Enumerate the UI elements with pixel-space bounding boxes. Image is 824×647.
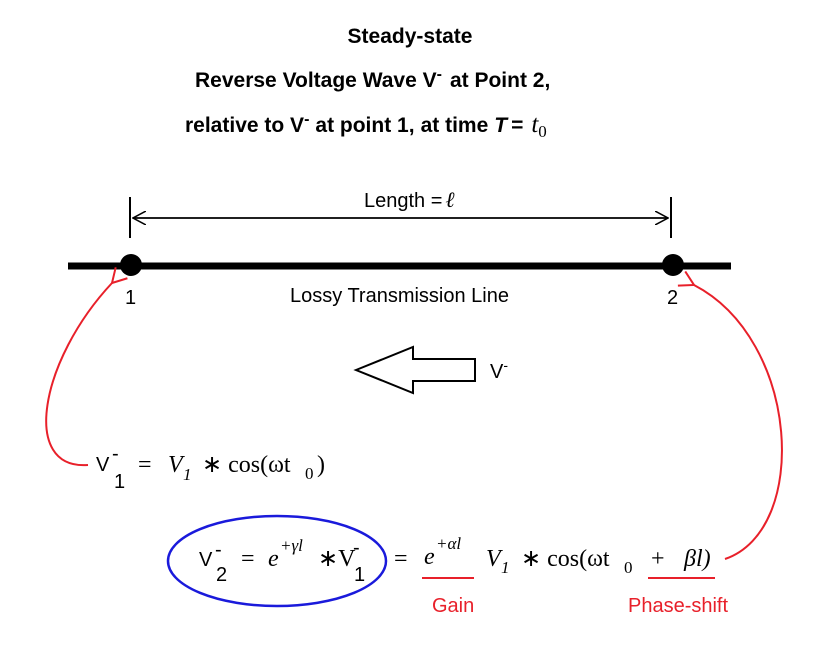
svg-text:1: 1 (354, 564, 365, 586)
svg-text:=: = (394, 546, 408, 572)
svg-text:1: 1 (114, 471, 125, 493)
svg-text:e: e (268, 546, 279, 572)
svg-text:V: V (486, 546, 503, 572)
reverse-wave-arrow (353, 345, 476, 395)
phase-label: Phase-shift (628, 595, 728, 617)
wave-label: V- (490, 357, 508, 383)
svg-text:-: - (215, 539, 222, 561)
svg-text:+αl: +αl (436, 534, 461, 553)
svg-text:-: - (112, 443, 119, 465)
svg-text:∗V: ∗V (318, 546, 356, 572)
svg-text:βl): βl) (683, 546, 711, 572)
svg-text:1: 1 (183, 465, 192, 484)
red-arrow-to-point1 (45, 283, 112, 467)
gain-label: Gain (432, 595, 474, 617)
svg-text:∗ cos(ωt: ∗ cos(ωt (202, 452, 291, 478)
svg-text:+: + (651, 546, 665, 572)
v2-highlight-ellipse (166, 514, 388, 608)
svg-text:e: e (424, 544, 435, 570)
equation-v1: V - 1 = V 1 ∗ cos(ωt 0 ) (96, 443, 325, 493)
svg-text:): ) (317, 452, 325, 478)
point2-dot (662, 254, 684, 276)
svg-text:2: 2 (216, 564, 227, 586)
svg-text:=: = (138, 452, 152, 478)
equation-v2: V - 2 = e +γl ∗V - 1 = e +αl V 1 ∗ cos(ω… (199, 534, 711, 586)
title-line2: Reverse Voltage Wave V-at Point 2, (195, 66, 550, 92)
svg-text:0: 0 (624, 558, 633, 577)
svg-text:+γl: +γl (280, 536, 303, 555)
svg-text:-: - (353, 537, 360, 559)
svg-text:=: = (241, 546, 255, 572)
point2-label: 2 (667, 287, 678, 309)
svg-text:1: 1 (501, 558, 510, 577)
svg-text:∗ cos(ωt: ∗ cos(ωt (521, 546, 610, 572)
line-label: Lossy Transmission Line (290, 285, 509, 307)
title-line1: Steady-state (348, 25, 473, 48)
svg-text:V: V (168, 452, 185, 478)
point1-label: 1 (125, 287, 136, 309)
svg-text:V: V (96, 454, 110, 476)
svg-text:V: V (199, 549, 213, 571)
svg-text:0: 0 (305, 464, 314, 483)
red-arrow-to-point2 (694, 285, 783, 560)
length-label: Length =ℓ (364, 187, 455, 212)
point1-dot (120, 254, 142, 276)
